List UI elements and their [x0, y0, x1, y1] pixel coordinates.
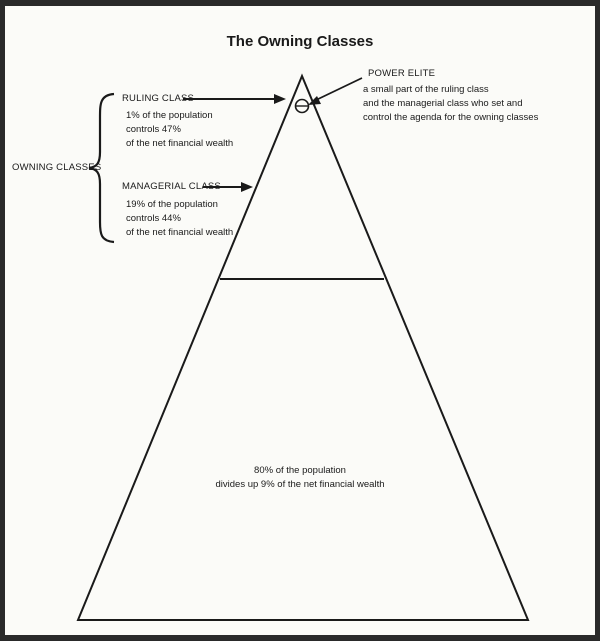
- managerial-class-description: 19% of the population controls 44% of th…: [126, 198, 233, 240]
- power-elite-line: and the managerial class who set and: [363, 98, 523, 109]
- power-elite-description: a small part of the ruling class and the…: [363, 83, 538, 125]
- ruling-class-line: 1% of the population: [126, 110, 213, 121]
- managerial-class-line: controls 44%: [126, 213, 181, 224]
- owning-classes-label: OWNING CLASSES: [12, 162, 102, 173]
- majority-description: 80% of the population divides up 9% of t…: [180, 464, 420, 492]
- owning-classes-brace: [88, 92, 115, 244]
- pyramid-outline: [76, 73, 530, 621]
- ruling-class-label: RULING CLASS: [122, 93, 195, 104]
- managerial-class-line: 19% of the population: [126, 199, 218, 210]
- power-elite-line: a small part of the ruling class: [363, 84, 489, 95]
- managerial-class-line: of the net financial wealth: [126, 227, 234, 238]
- ruling-class-line: of the net financial wealth: [126, 138, 234, 149]
- ruling-class-arrow: [183, 94, 286, 104]
- ruling-class-description: 1% of the population controls 47% of the…: [126, 109, 233, 151]
- managerial-class-label: MANAGERIAL CLASS: [122, 181, 221, 192]
- page-background: [5, 6, 595, 635]
- power-elite-arrow: [308, 77, 363, 105]
- majority-line: divides up 9% of the net financial wealt…: [215, 479, 385, 490]
- ruling-class-line: controls 47%: [126, 124, 181, 135]
- managerial-class-arrow: [203, 182, 253, 192]
- majority-line: 80% of the population: [254, 465, 346, 476]
- power-elite-label: POWER ELITE: [368, 68, 436, 79]
- power-elite-line: control the agenda for the owning classe…: [363, 112, 539, 123]
- page-title: The Owning Classes: [226, 33, 374, 50]
